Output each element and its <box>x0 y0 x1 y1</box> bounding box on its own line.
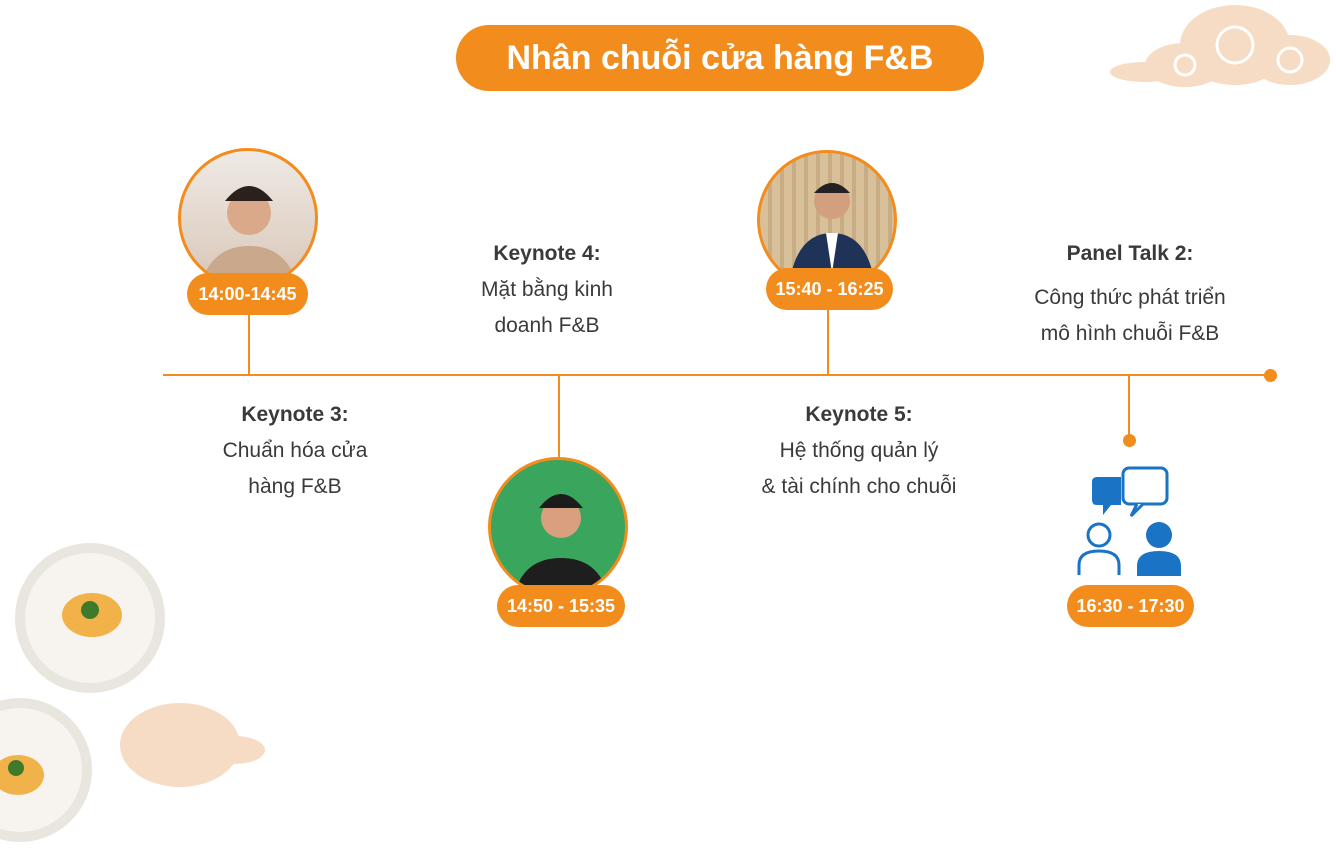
timeline-connector <box>558 375 560 460</box>
session-time-badge: 15:40 - 16:25 <box>766 268 893 310</box>
session-title-line: Chuẩn hóa cửa <box>222 439 368 462</box>
session-description: Keynote 5: Hệ thống quản lý & tài chính … <box>709 397 1009 505</box>
speaker-avatar <box>488 457 628 597</box>
timeline-line <box>163 374 1270 376</box>
timeline-connector <box>248 312 250 375</box>
timeline-end-dot <box>1264 369 1277 382</box>
timeline-connector <box>1128 375 1130 437</box>
session-time-badge: 14:50 - 15:35 <box>497 585 625 627</box>
session-title-line: Hệ thống quản lý <box>779 439 939 462</box>
session-time-badge: 14:00-14:45 <box>187 273 308 315</box>
session-label: Keynote 3: <box>241 403 349 426</box>
page-title: Nhân chuỗi cửa hàng F&B <box>456 25 984 91</box>
session-label: Panel Talk 2: <box>1066 242 1194 265</box>
session-title-line: doanh F&B <box>494 314 600 337</box>
cloud-decoration <box>1110 5 1330 87</box>
session-label: Keynote 5: <box>805 403 913 426</box>
panel-discussion-icon <box>1077 466 1181 576</box>
speaker-avatar <box>178 148 318 288</box>
session-description: Keynote 3: Chuẩn hóa cửa hàng F&B <box>145 397 445 505</box>
session-description: Panel Talk 2: Công thức phát triển mô hì… <box>980 236 1280 352</box>
session-title-line: Mặt bằng kinh <box>481 278 613 301</box>
porridge-bowls-decoration <box>0 543 265 842</box>
session-description: Keynote 4: Mặt bằng kinh doanh F&B <box>397 236 697 344</box>
session-title-line: Công thức phát triển <box>1034 286 1226 309</box>
timeline-connector <box>827 310 829 375</box>
session-title-line: mô hình chuỗi F&B <box>1040 322 1220 345</box>
session-title-line: & tài chính cho chuỗi <box>761 475 957 498</box>
session-label: Keynote 4: <box>493 242 601 265</box>
session-title-line: hàng F&B <box>248 475 342 498</box>
session-time-badge: 16:30 - 17:30 <box>1067 585 1194 627</box>
connector-dot <box>1123 434 1136 447</box>
